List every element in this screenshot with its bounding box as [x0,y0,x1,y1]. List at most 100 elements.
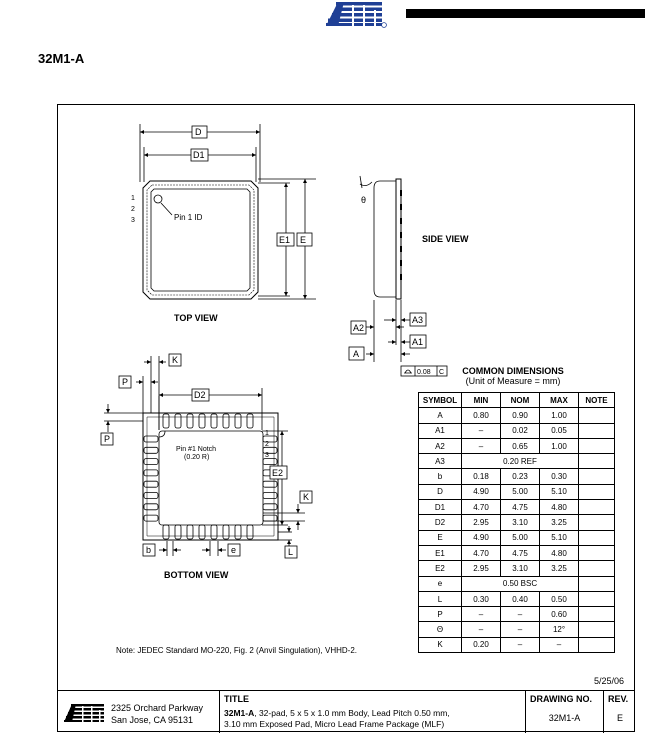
cell-max: 1.00 [539,437,579,455]
cell-nom: 0.90 [500,407,540,424]
cell-max: 5.10 [539,483,579,501]
label-P-left: P [104,434,110,444]
table-header-row: SYMBOL MIN NOM MAX NOTE [418,391,615,409]
dim-box-K-right [299,490,313,504]
dim-box-e [227,543,241,557]
dim-box-E1 [276,232,295,247]
bottom-pad [210,524,218,540]
cell-nom: – [500,636,540,654]
bottom-pin-3: 3 [265,452,269,459]
cell-nom: – [500,606,540,623]
col-max: MAX [539,391,579,409]
col-note: NOTE [578,391,615,409]
label-A1: A1 [412,337,423,347]
bottom-pad [198,524,206,540]
cell-min: 4.90 [461,529,501,546]
cell-min: 2.95 [461,514,501,531]
cell-max: 0.05 [539,422,579,439]
cell-symbol: P [418,606,462,623]
bottom-pad [143,458,159,466]
cell-min: 2.95 [461,560,501,577]
drawing-no-value: 32M1-A [548,713,581,723]
cell-symbol: E [418,529,462,546]
cell-note [578,529,615,546]
bottom-pin-2: 2 [265,441,269,448]
cell-max: – [539,636,579,654]
title-heading: TITLE [224,694,249,704]
label-E2: E2 [272,468,283,478]
cell-symbol: A1 [418,422,462,439]
title-block-rev: REV. E [604,691,636,733]
title-block-drawing-no: DRAWING NO. 32M1-A [526,691,604,733]
bottom-pad [234,413,242,429]
bottom-pad [262,435,278,443]
bottom-pad [262,492,278,499]
atmel-logo [326,2,387,28]
dim-box-D [191,125,208,139]
label-K-top: K [172,355,178,365]
cell-nom: 4.75 [500,499,540,516]
cell-min: – [461,621,501,638]
cell-nom: 0.23 [500,468,540,485]
cell-note [578,560,615,577]
cell-note [578,575,615,592]
bottom-pad [162,413,170,429]
bottom-pad [186,413,194,429]
label-b: b [146,545,151,555]
bottom-pad [143,480,159,488]
cell-symbol: K [418,636,462,654]
title-line-2: 3.10 mm Exposed Pad, Micro Lead Frame Pa… [224,719,445,729]
col-symbol: SYMBOL [418,391,462,409]
side-view-labels: θ A2 A3 A A1 0.08 C SIDE VIEW [353,195,469,376]
cell-symbol: L [418,590,462,608]
cell-min: 0.80 [461,407,501,424]
cell-symbol: D2 [418,514,462,531]
cell-max: 0.60 [539,606,579,623]
dim-box-D1 [190,148,209,162]
rev-heading: REV. [608,694,629,704]
bottom-pad [222,524,230,540]
cell-note [578,407,615,424]
cell-note [578,636,615,654]
label-notch-line1: Pin #1 Notch [176,446,216,453]
cell-nom: 0.40 [500,590,540,608]
title-line-1-text: , 32-pad, 5 x 5 x 1.0 mm Body, Lead Pitc… [254,708,450,718]
cell-note [578,544,615,562]
dim-box-A1 [409,334,427,349]
side-view-body [373,180,397,298]
label-L: L [288,547,293,557]
common-dimensions-heading: COMMON DIMENSIONS (Unit of Measure = mm) [448,366,578,386]
atmel-logo-small [64,704,104,722]
bottom-view-body [142,412,279,541]
bottom-view [100,353,313,559]
cell-symbol: e [418,575,462,592]
bottom-pad [262,514,278,522]
cell-min: 0.20 [461,636,501,654]
common-dimensions-title: COMMON DIMENSIONS [462,366,564,376]
top-view-labels: D D1 E1 E 1 2 3 Pin 1 ID TOP VIEW [131,127,306,323]
cell-min: 4.70 [461,544,501,562]
drawing-date: 5/25/06 [594,676,625,686]
cell-nom: 0.65 [500,437,540,455]
dim-box-L [284,545,298,559]
cell-note [578,483,615,501]
cell-note [578,437,615,455]
cell-max: 12° [539,621,579,638]
title-block: 2325 Orchard Parkway San Jose, CA 95131 … [57,690,636,733]
label-E: E [300,235,306,245]
dim-box-A [348,346,365,361]
bottom-pad [262,458,278,466]
bottom-pin-1: 1 [265,430,269,437]
cell-symbol: Θ [418,621,462,638]
cell-nom: 3.10 [500,560,540,577]
cell-note [578,468,615,485]
dim-box-E2 [269,465,288,480]
bottom-view-pads [143,413,278,540]
cell-max: 1.00 [539,407,579,424]
